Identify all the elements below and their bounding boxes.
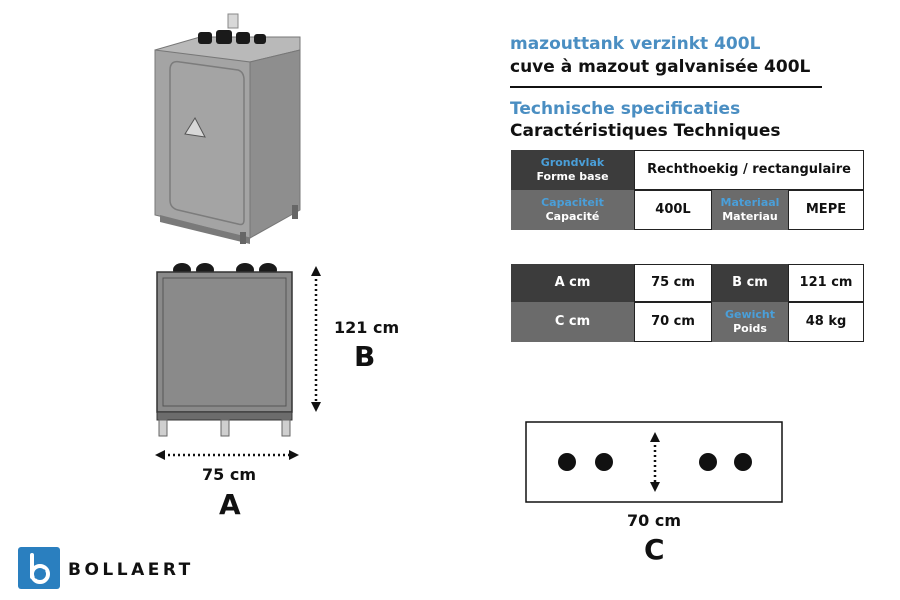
logo-slash bbox=[34, 569, 46, 579]
plug-icon bbox=[734, 453, 752, 471]
top-view-diagram bbox=[525, 421, 783, 503]
c-header: C cm bbox=[511, 302, 634, 342]
height-letter: B bbox=[354, 340, 376, 373]
specs-heading-dutch: Technische specificaties bbox=[510, 99, 741, 119]
tank-plug bbox=[236, 32, 250, 44]
materiaal-header: Materiaal Materiau bbox=[712, 190, 788, 230]
b-value: 121 cm bbox=[788, 264, 864, 302]
capaciteit-header: Capaciteit Capacité bbox=[511, 190, 634, 230]
a-value: 75 cm bbox=[634, 264, 712, 302]
tank-bottom-band bbox=[156, 411, 293, 421]
materiaal-value: MEPE bbox=[788, 190, 864, 230]
arrow-up-icon bbox=[311, 266, 321, 276]
arrow-up-icon bbox=[650, 432, 660, 442]
front-view-diagram bbox=[155, 263, 299, 460]
arrow-left-icon bbox=[155, 450, 165, 460]
grondvlak-value: Rechthoekig / rectangulaire bbox=[634, 150, 864, 190]
depth-label: 70 cm bbox=[627, 511, 681, 530]
tank-plug bbox=[216, 30, 232, 44]
tank-body bbox=[156, 271, 293, 413]
arrow-down-icon bbox=[311, 402, 321, 412]
tank-base bbox=[160, 215, 250, 244]
bollaert-logo-icon bbox=[18, 547, 60, 589]
plug-icon bbox=[699, 453, 717, 471]
tank-plug bbox=[198, 32, 212, 44]
width-label: 75 cm bbox=[202, 465, 256, 484]
c-value: 70 cm bbox=[634, 302, 712, 342]
title-dutch: mazouttank verzinkt 400L bbox=[510, 34, 761, 54]
plug-icon bbox=[558, 453, 576, 471]
arrow-right-icon bbox=[289, 450, 299, 460]
gewicht-header: Gewicht Poids bbox=[712, 302, 788, 342]
tank-body-inset bbox=[162, 277, 287, 407]
tank-plug bbox=[254, 34, 266, 44]
brand-name: BOLLAERT bbox=[68, 560, 194, 580]
title-divider bbox=[510, 86, 822, 88]
specs-heading-french: Caractéristiques Techniques bbox=[510, 121, 781, 141]
b-header: B cm bbox=[712, 264, 788, 302]
tank-side-face bbox=[249, 49, 301, 239]
logo-bowl bbox=[30, 564, 50, 584]
tank-photo bbox=[154, 13, 301, 244]
tank-panel bbox=[169, 60, 245, 226]
tank-leg bbox=[281, 419, 291, 437]
tank-vent-cap bbox=[227, 13, 239, 29]
capaciteit-value: 400L bbox=[634, 190, 712, 230]
tank-leg bbox=[158, 419, 168, 437]
tank-leg bbox=[220, 419, 230, 437]
tank-emblem-icon bbox=[184, 116, 206, 138]
arrow-down-icon bbox=[650, 482, 660, 492]
title-french: cuve à mazout galvanisée 400L bbox=[510, 57, 811, 77]
tank-foot bbox=[240, 232, 246, 244]
height-arrow bbox=[311, 266, 321, 412]
tank-foot bbox=[292, 205, 298, 219]
a-header: A cm bbox=[511, 264, 634, 302]
depth-letter: C bbox=[644, 533, 665, 566]
grondvlak-header: Grondvlak Forme base bbox=[511, 150, 634, 190]
width-letter: A bbox=[219, 488, 241, 521]
height-label: 121 cm bbox=[334, 318, 400, 337]
gewicht-value: 48 kg bbox=[788, 302, 864, 342]
plug-icon bbox=[595, 453, 613, 471]
